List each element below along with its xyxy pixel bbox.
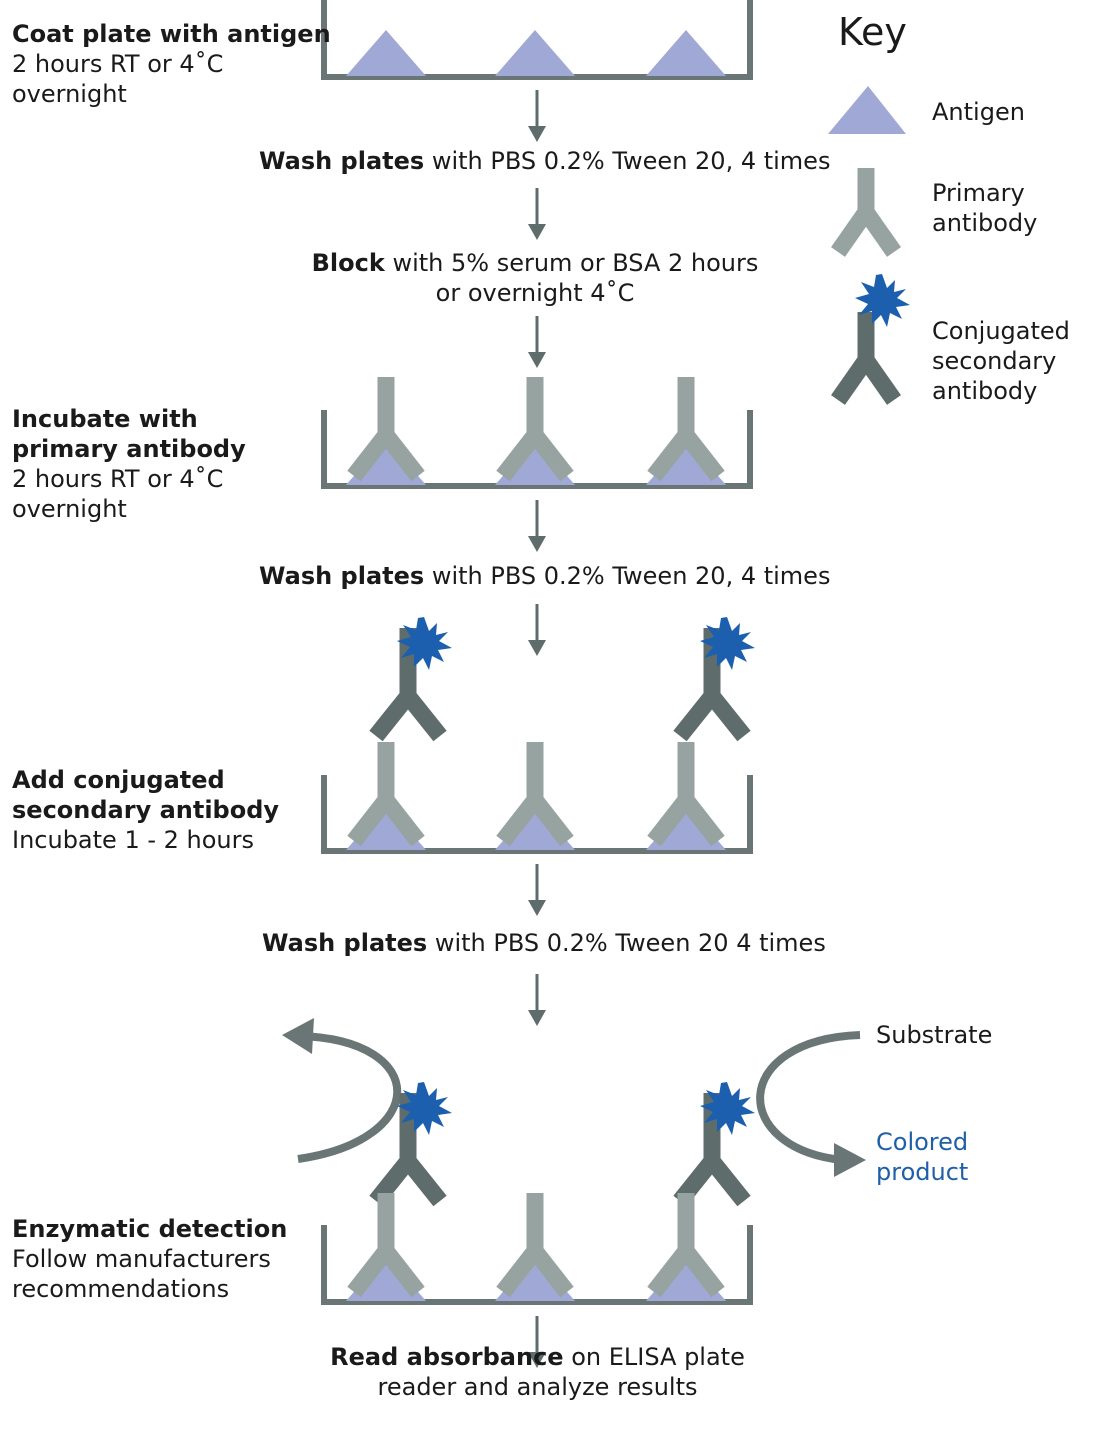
step-coat-line1: 2 hours RT or 4˚C [12,50,224,78]
down-arrow-icon [526,88,548,144]
step-secondary-title1: Add conjugated [12,766,225,794]
wash-1-rest: with PBS 0.2% Tween 20, 4 times [424,147,831,175]
antigen-icon [346,30,426,76]
product-line2: product [876,1158,969,1186]
step-wash-1: Wash plates with PBS 0.2% Tween 20, 4 ti… [259,146,830,176]
key-primary-label: Primary antibody [932,178,1037,238]
step-detection: Enzymatic detection Follow manufacturers… [12,1214,287,1304]
key-secondary-line2: secondary [932,347,1057,375]
plate-coat [321,0,753,80]
block-bold: Block [311,249,385,277]
antigen-icon [646,30,726,76]
key-secondary-line1: Conjugated [932,317,1070,345]
plate-primary [321,377,753,489]
read-bold: Read absorbance [330,1343,564,1371]
substrate-label: Substrate [876,1021,993,1049]
step-coat: Coat plate with antigen 2 hours RT or 4˚… [12,19,331,109]
key-primary-line1: Primary [932,179,1025,207]
wash-3-bold: Wash plates [262,929,428,957]
wash-2-rest: with PBS 0.2% Tween 20, 4 times [424,562,831,590]
wash-3-rest: with PBS 0.2% Tween 20 4 times [427,929,826,957]
step-detection-line2: recommendations [12,1275,230,1303]
wash-1-bold: Wash plates [259,147,425,175]
step-coat-line2: overnight [12,80,127,108]
down-arrow-icon [526,602,548,658]
step-secondary-title2: secondary antibody [12,796,280,824]
key-secondary-line3: antibody [932,377,1038,405]
step-primary-title1: Incubate with [12,405,198,433]
step-block: Block with 5% serum or BSA 2 hours or ov… [300,248,770,308]
read-rest: on ELISA plate [563,1343,745,1371]
down-arrow-icon [526,314,548,370]
key-secondary-antibody-icon [831,312,901,405]
read-line2: reader and analyze results [377,1373,698,1401]
reaction-curve-right [756,1031,861,1164]
key-primary-antibody-icon [831,168,901,257]
key-icons [828,86,910,405]
step-primary-title2: primary antibody [12,435,246,463]
product-line1: Colored [876,1128,969,1156]
step-primary-line2: overnight [12,495,127,523]
curved-arrow-head-icon [282,1018,314,1054]
step-wash-2: Wash plates with PBS 0.2% Tween 20, 4 ti… [259,561,830,591]
plate-secondary [321,617,755,854]
block-line2: or overnight 4˚C [435,279,635,307]
block-rest: with 5% serum or BSA 2 hours [384,249,759,277]
down-arrow-icon [526,862,548,918]
step-coat-title: Coat plate with antigen [12,20,331,48]
step-wash-3: Wash plates with PBS 0.2% Tween 20 4 tim… [262,928,826,958]
wash-2-bold: Wash plates [259,562,425,590]
step-primary: Incubate with primary antibody 2 hours R… [12,404,246,524]
down-arrow-icon [526,972,548,1028]
step-detection-title: Enzymatic detection [12,1215,288,1243]
plate-detection [282,1018,866,1305]
key-title: Key [838,10,907,54]
step-read: Read absorbance on ELISA plate reader an… [300,1342,775,1402]
key-secondary-label: Conjugated secondary antibody [932,316,1070,406]
key-antigen-label: Antigen [932,98,1025,126]
down-arrow-icon [526,186,548,242]
step-secondary-line1: Incubate 1 - 2 hours [12,826,255,854]
reaction-curve-left [297,1032,402,1163]
step-detection-line1: Follow manufacturers [12,1245,271,1273]
colored-product-label: Colored product [876,1127,968,1187]
key-antigen-icon [828,86,906,134]
down-arrow-icon [526,498,548,554]
step-primary-line1: 2 hours RT or 4˚C [12,465,224,493]
step-secondary: Add conjugated secondary antibody Incuba… [12,765,279,855]
key-primary-line2: antibody [932,209,1038,237]
antigen-icon [495,30,575,76]
curved-arrow-head-icon [834,1143,866,1177]
